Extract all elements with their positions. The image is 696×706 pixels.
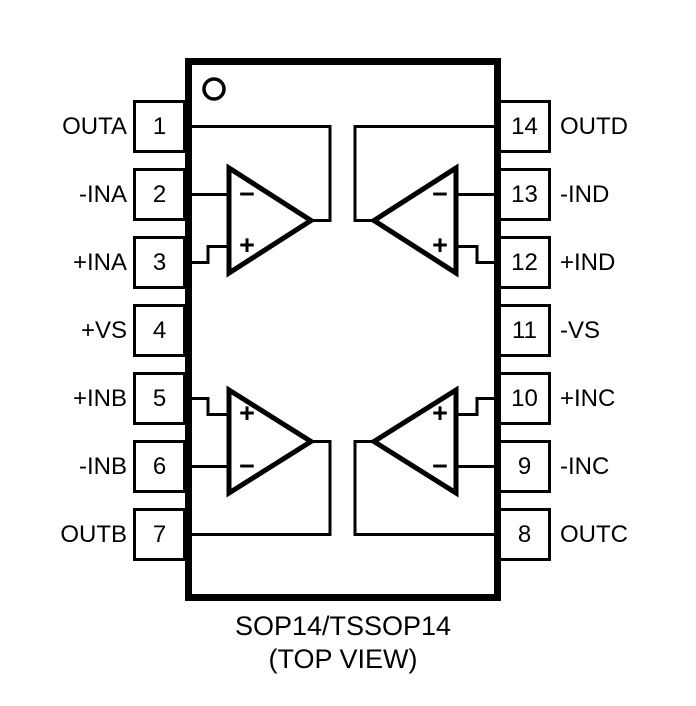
opamp-a-minus-icon: −	[239, 179, 255, 209]
pin-label-ina-minus: -INA	[79, 181, 127, 208]
pin-number-1: 1	[152, 112, 167, 140]
opamp-b-plus-icon: +	[239, 398, 255, 428]
package-caption-line2: (TOP VIEW)	[268, 644, 418, 674]
pin-box-6: 6	[133, 440, 186, 493]
pin-box-8: 8	[498, 508, 551, 561]
pin-number-3: 3	[152, 248, 167, 276]
pin-number-11: 11	[512, 316, 537, 344]
wire-outc	[353, 440, 494, 536]
pin-number-7: 7	[152, 520, 167, 548]
pin-number-10: 10	[511, 384, 538, 412]
pin-box-12: 12	[498, 236, 551, 289]
pin-box-3: 3	[133, 236, 186, 289]
pin-label-outc: OUTC	[560, 521, 628, 548]
opamp-c-minus-icon: −	[432, 451, 448, 481]
package-caption: SOP14/TSSOP14 (TOP VIEW)	[143, 610, 543, 676]
wire-outa-feedback	[192, 125, 332, 222]
pin-number-12: 12	[511, 248, 538, 276]
pin-number-5: 5	[152, 384, 167, 412]
package-caption-line1: SOP14/TSSOP14	[234, 611, 452, 641]
wire-inb-plus	[192, 397, 230, 416]
pin-label-ina-plus: +INA	[72, 249, 127, 276]
pin-label-vs-plus: +VS	[80, 317, 127, 344]
pin-number-2: 2	[152, 180, 167, 208]
pin-number-4: 4	[152, 316, 167, 344]
pin-number-13: 13	[511, 180, 538, 208]
pin-number-6: 6	[152, 452, 167, 480]
pin-label-inc-plus: +INC	[560, 385, 616, 412]
pin-box-10: 10	[498, 372, 551, 425]
pin1-indicator-icon	[202, 77, 226, 101]
pin-box-1: 1	[133, 100, 186, 153]
pin-number-14: 14	[511, 112, 538, 140]
pin-box-5: 5	[133, 372, 186, 425]
pin-number-8: 8	[517, 520, 532, 548]
opamp-b-triangle	[226, 385, 316, 498]
pin-label-vs-minus: -VS	[560, 317, 601, 344]
pin-label-ind-minus: -IND	[560, 181, 610, 208]
pin-label-outa: OUTA	[62, 113, 127, 140]
wire-outb	[192, 440, 332, 536]
wire-ina-plus	[192, 245, 230, 264]
pin-label-inb-plus: +INB	[72, 385, 127, 412]
opamp-a-triangle	[226, 163, 316, 278]
pin-box-13: 13	[498, 168, 551, 221]
pin-box-11: 11	[498, 304, 551, 357]
pin-box-9: 9	[498, 440, 551, 493]
pin-box-7: 7	[133, 508, 186, 561]
opamp-c-plus-icon: +	[432, 398, 448, 428]
opamp-a-plus-icon: +	[239, 230, 255, 260]
wire-ind-plus	[455, 245, 494, 264]
wire-inc-plus	[455, 397, 494, 416]
pin-number-9: 9	[517, 452, 532, 480]
pin-box-2: 2	[133, 168, 186, 221]
pin-label-outb: OUTB	[60, 521, 127, 548]
pin-label-inc-minus: -INC	[560, 453, 610, 480]
opamp-d-plus-icon: +	[432, 230, 448, 260]
pin-box-4: 4	[133, 304, 186, 357]
opamp-b-minus-icon: −	[239, 451, 255, 481]
pin-label-inb-minus: -INB	[79, 453, 127, 480]
opamp-c-triangle	[369, 385, 459, 498]
pin-label-outd: OUTD	[560, 113, 628, 140]
opamp-d-triangle	[369, 163, 459, 278]
pin-label-ind-plus: +IND	[560, 249, 616, 276]
ic-body	[185, 58, 501, 601]
pin-box-14: 14	[498, 100, 551, 153]
wire-outd-feedback	[353, 125, 494, 222]
opamp-d-minus-icon: −	[432, 179, 448, 209]
